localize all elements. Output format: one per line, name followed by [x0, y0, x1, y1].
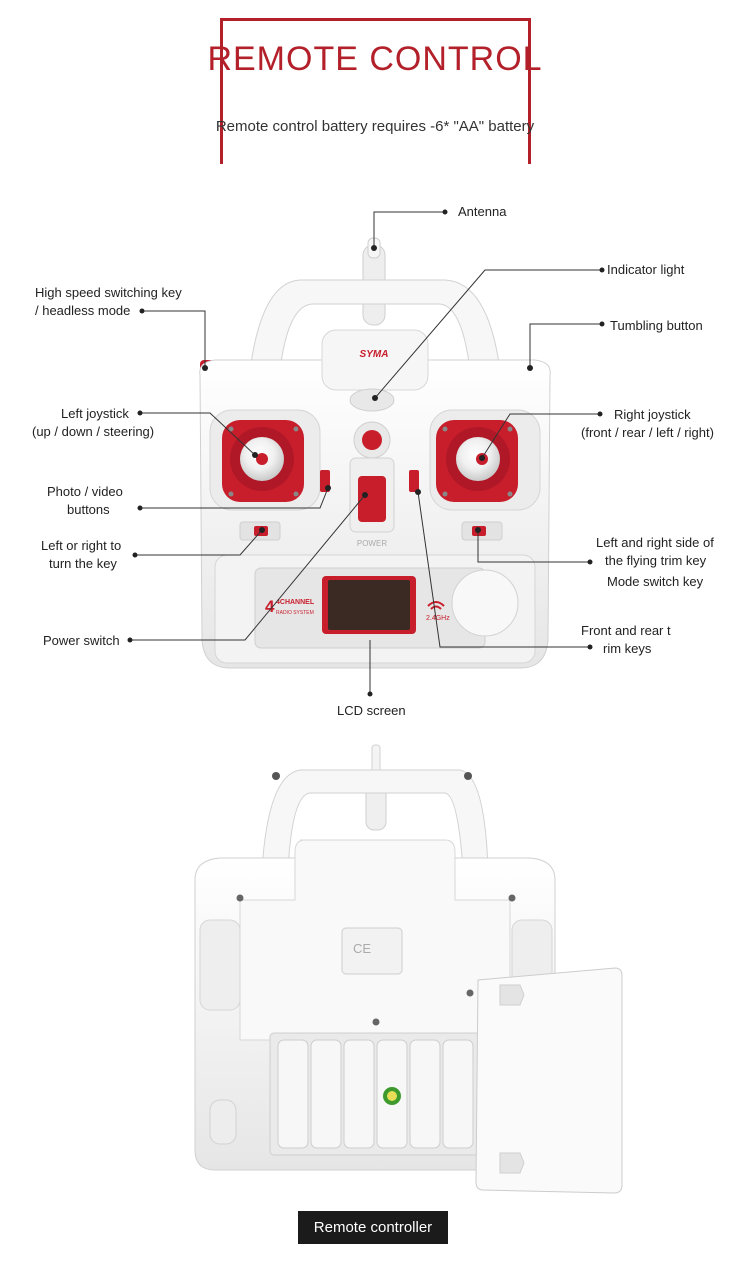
channel-number: 4	[265, 597, 275, 616]
title-frame	[220, 18, 531, 164]
label-trim-lr-line1: Left and right side of	[596, 535, 714, 550]
label-left-right-turn-line1: Left or right to	[41, 538, 122, 553]
band-text: 2.4GHz	[426, 615, 450, 622]
label-tumbling: Tumbling button	[610, 318, 703, 333]
label-left-joystick-line1: Left joystick	[61, 406, 129, 421]
radio-text: RADIO SYSTEM	[276, 610, 314, 616]
label-front-rear-line1: Front and rear t	[581, 623, 671, 638]
page-subtitle: Remote control battery requires -6* "AA"…	[215, 118, 535, 135]
label-left-joystick-line2: (up / down / steering)	[32, 424, 155, 439]
label-left-right-turn-line2: turn the key	[49, 556, 117, 571]
label-front-rear-line2: rim keys	[603, 641, 652, 656]
label-photo-video-line2: buttons	[67, 502, 110, 517]
callout-dots	[127, 209, 605, 697]
label-mode-switch: Mode switch key	[607, 574, 704, 589]
label-right-joystick-line1: Right joystick	[614, 407, 691, 422]
back-controller: CE	[194, 744, 623, 1194]
label-photo-video-line1: Photo / video	[47, 484, 123, 499]
label-power-switch: Power switch	[43, 633, 120, 648]
front-controller: SYMA POWER	[199, 237, 551, 669]
label-lcd-screen: LCD screen	[337, 703, 406, 718]
label-high-speed-line2: / headless mode	[35, 303, 131, 318]
label-antenna: Antenna	[458, 204, 507, 219]
label-trim-lr-line2: the flying trim key	[605, 553, 707, 568]
label-high-speed-line1: High speed switching key	[35, 285, 182, 300]
brand-logo: SYMA	[360, 349, 389, 360]
ce-mark: CE	[353, 941, 371, 956]
channel-text: 4CHANNEL	[276, 599, 315, 606]
page-title: REMOTE CONTROL	[207, 40, 543, 78]
label-right-joystick-line2: (front / rear / left / right)	[581, 425, 714, 440]
power-text: POWER	[357, 539, 387, 548]
callout-lines	[130, 211, 602, 694]
label-indicator-light: Indicator light	[607, 262, 685, 277]
caption-remote-controller: Remote controller	[298, 1211, 448, 1244]
